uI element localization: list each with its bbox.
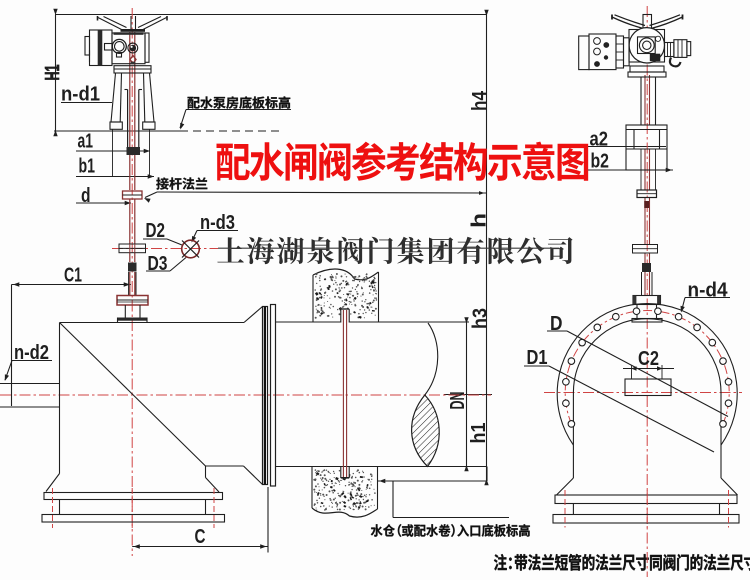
- svg-text:n-d1: n-d1: [61, 84, 100, 106]
- svg-text:DN: DN: [447, 392, 469, 410]
- svg-text:a1: a1: [78, 131, 94, 153]
- svg-text:h: h: [469, 213, 491, 228]
- svg-text:D1: D1: [527, 347, 548, 369]
- svg-text:n-d3: n-d3: [200, 212, 235, 234]
- svg-text:b1: b1: [79, 156, 96, 178]
- svg-text:a2: a2: [590, 129, 609, 151]
- svg-text:C1: C1: [64, 265, 82, 287]
- svg-text:C: C: [195, 526, 206, 548]
- svg-text:b2: b2: [591, 151, 610, 173]
- svg-text:D: D: [550, 313, 563, 335]
- svg-text:D2: D2: [146, 220, 166, 242]
- svg-text:h3: h3: [470, 308, 492, 329]
- svg-text:n-d2: n-d2: [14, 342, 49, 364]
- svg-text:d: d: [81, 185, 91, 207]
- svg-text:H1: H1: [42, 65, 64, 81]
- svg-text:n-d4: n-d4: [688, 280, 729, 302]
- svg-text:h1: h1: [468, 423, 490, 444]
- svg-text:C2: C2: [638, 348, 659, 370]
- svg-text:h4: h4: [469, 90, 491, 111]
- svg-text:D3: D3: [148, 253, 168, 275]
